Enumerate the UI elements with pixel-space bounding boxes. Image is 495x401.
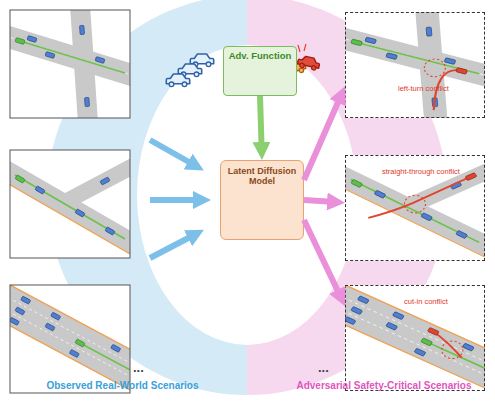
adversarial-scenario-maps-part [339,7,491,123]
adversarial-scenario-maps-part-part [427,327,439,335]
flow-arrow [304,200,336,202]
adversarial-scenario-maps-part [427,327,462,358]
adversarial-scenario-maps-part-part [456,68,468,75]
node-label: left-turn conflict [398,85,449,93]
input-arrows-part [150,234,196,258]
adversarial-scenario-maps-part [368,173,477,218]
node-label: Adv. Function [224,47,296,62]
observed-scenario-maps-part [5,5,135,123]
input-arrows-part [150,197,202,203]
traffic-icon [166,54,213,87]
crash-icon-part [297,55,321,71]
flow-arrow [304,94,341,180]
adversarial-scenario-maps-part-part [405,195,426,213]
node-label: Latent Diffusion Model [221,161,303,187]
adversarial-scenario-maps-part [333,155,490,261]
adversarial-scenario-maps [323,7,495,391]
observed-scenario-maps-part [10,10,130,118]
adversarial-scenario-maps-part-part [442,341,463,359]
adversarial-scenario-maps-part-part [368,177,471,218]
ellipsis-mark: ... [133,360,163,375]
adversarial-scenario-maps-part-part [424,59,445,77]
observed-scenario-maps-part [0,284,149,393]
observed-scenario-maps-part [10,150,130,258]
adversarial-scenario-maps-part-part [465,173,477,181]
observed-scenario-maps-part [0,150,135,258]
model-box: Latent Diffusion Model [220,160,304,240]
node-label: cut-in conflict [404,298,448,306]
scenario-frame: straight-through conflict [345,155,485,261]
input-arrows-part [150,140,196,166]
section-caption: Observed Real-World Scenarios [15,380,230,391]
flow-arrow [304,220,341,298]
observed-scenario-maps-part [10,285,130,393]
input-arrows [150,140,202,258]
scenario-frame: left-turn conflict [345,12,485,118]
observed-scenario-maps [0,5,149,393]
node-label: straight-through conflict [382,168,460,176]
section-caption: Adversarial Safety-Critical Scenarios [275,380,493,391]
function-box: Adv. Function [223,46,297,96]
flow-arrow [260,96,262,151]
ellipsis-mark: ... [318,360,348,375]
traffic-icon-part [166,74,189,87]
adversarial-scenario-maps-part [323,284,495,391]
scenario-frame: cut-in conflict [345,285,485,391]
center-circle [137,45,357,345]
adversarial-scenario-maps-part-part [433,331,461,357]
